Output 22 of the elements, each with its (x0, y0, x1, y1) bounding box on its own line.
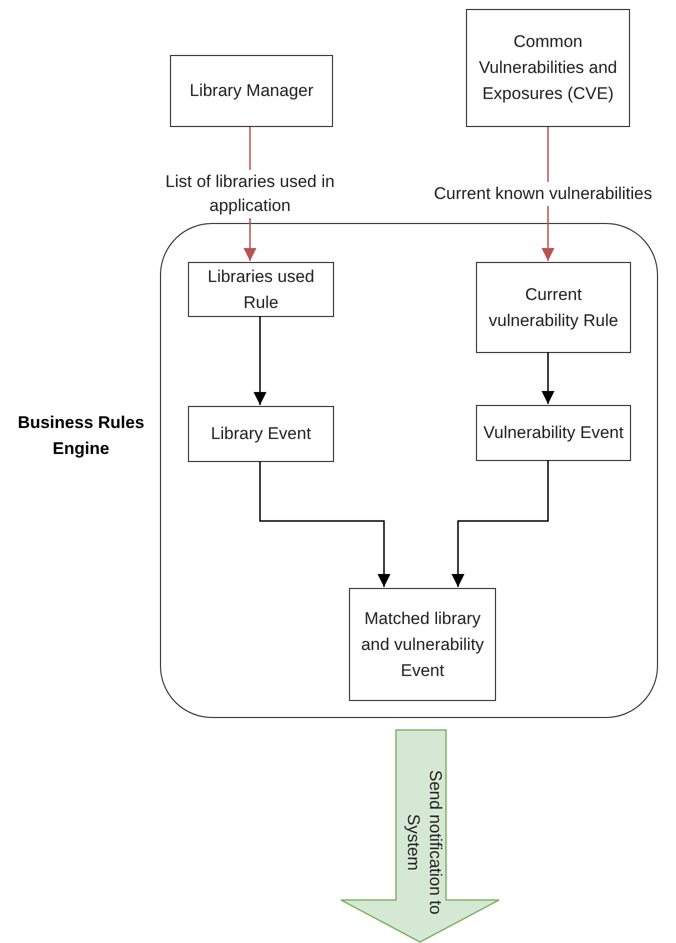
node-label: Library Event (210, 423, 312, 445)
edge-label: Current known vulnerabilities (432, 182, 654, 206)
node-label: Common Vulnerabilities and Exposures (CVE) (478, 31, 618, 105)
process-box (349, 588, 496, 701)
arrow (259, 461, 390, 587)
process-box (188, 406, 334, 462)
process-box (188, 262, 334, 317)
block-arrow (340, 729, 500, 943)
node-label: Libraries used Rule (206, 266, 316, 314)
node-label: Send notification to System (403, 768, 446, 916)
arrow (452, 460, 549, 587)
process-box (466, 9, 630, 127)
node-label: Current vulnerability Rule (488, 284, 620, 332)
node-label: Vulnerability Event (483, 422, 624, 444)
arrow (542, 352, 554, 404)
process-box (476, 262, 631, 353)
arrow (254, 316, 266, 405)
process-box (476, 405, 631, 461)
node-label: Matched library and vulnerability Event (360, 608, 485, 682)
group-heading: Business Rules Engine (16, 412, 146, 460)
node-label: Library Manager (190, 80, 314, 102)
process-box (170, 55, 333, 127)
